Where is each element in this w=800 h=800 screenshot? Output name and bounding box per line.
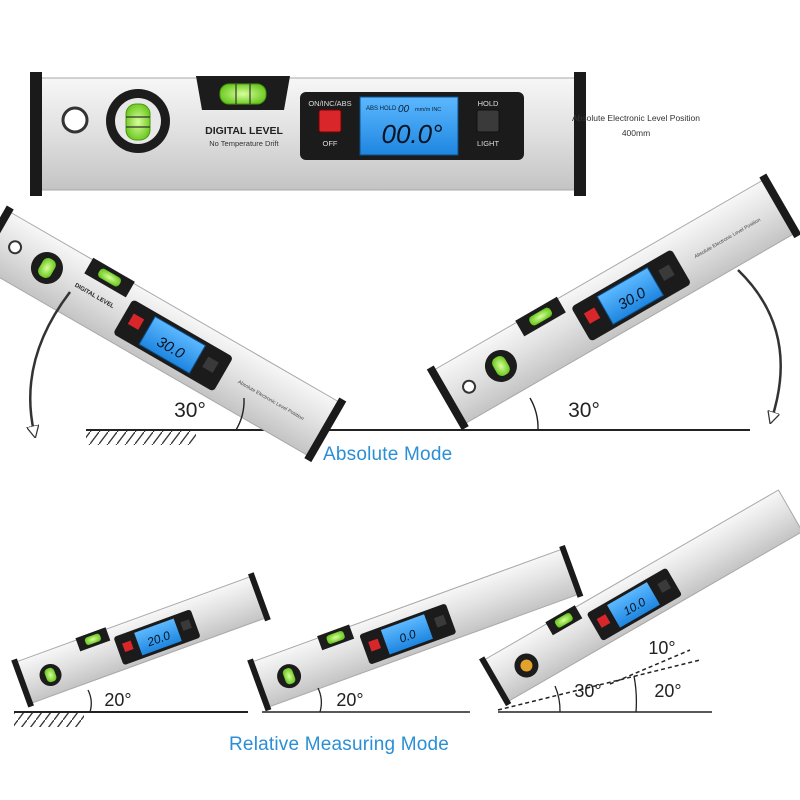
relative-mode-diagram: 20.0 20° 0.0 20° — [11, 489, 800, 727]
rel-angle-top: 10° — [648, 638, 675, 658]
rel-angle-1: 20° — [104, 690, 131, 710]
abs-right-level: 30.0 Absolute Electronic Level Position — [426, 173, 800, 431]
hang-hole — [61, 106, 89, 134]
off-label: OFF — [323, 139, 338, 148]
hero-level: DIGITAL LEVEL No Temperature Drift ON/IN… — [30, 72, 700, 196]
product-line-label: Absolute Electronic Level Position — [572, 113, 700, 123]
abs-left-arrow — [30, 291, 71, 432]
rel-dashed-line-10 — [609, 649, 691, 685]
rel-level-1: 20.0 — [11, 572, 271, 708]
brand-sublabel: No Temperature Drift — [209, 139, 279, 148]
absolute-mode-diagram: DIGITAL LEVEL 30.0 Absolute Electronic L… — [0, 173, 800, 463]
abs-left-angle-arc — [235, 397, 245, 431]
ground-hatch — [86, 431, 196, 445]
rel-angle-arc-2 — [317, 687, 322, 713]
rel-angle-arc-3 — [554, 685, 561, 713]
lcd-status: ABS HOLD — [366, 106, 397, 112]
rel-ground-hatch — [14, 713, 84, 727]
lcd-reading: 00.0° — [381, 119, 442, 149]
rel-level-3: 10.0 — [479, 489, 800, 707]
top-vial — [196, 76, 290, 110]
rel-angle-mid: 30° — [574, 681, 601, 701]
light-label: LIGHT — [477, 139, 500, 148]
lcd-screen — [359, 96, 459, 156]
rel-level-2: 0.0 — [247, 544, 584, 712]
rel-reading-2: 0.0 — [397, 627, 418, 646]
hold-label: HOLD — [478, 99, 499, 108]
abs-right-angle: 30° — [568, 399, 600, 422]
absolute-mode-title: Absolute Mode — [323, 444, 453, 465]
end-cap-right — [574, 72, 586, 196]
abs-right-arrow — [737, 269, 782, 418]
abs-right-angle-arc — [529, 397, 539, 431]
hold-button[interactable] — [476, 109, 500, 133]
control-panel: ON/INC/ABS OFF ABS HOLD 00 mm/m INC 00.0… — [300, 92, 524, 160]
power-button[interactable] — [318, 109, 342, 133]
rel-angle-2: 20° — [336, 690, 363, 710]
abs-left-level: DIGITAL LEVEL 30.0 Absolute Electronic L… — [0, 205, 347, 463]
lcd-small-digits: 00 — [398, 104, 410, 115]
end-cap-left — [30, 72, 42, 196]
on-inc-abs-label: ON/INC/ABS — [308, 99, 351, 108]
size-label: 400mm — [622, 128, 650, 138]
rel-angle-arc-1 — [87, 689, 92, 713]
lcd-units: mm/m INC — [415, 107, 441, 113]
relative-mode-title: Relative Measuring Mode — [229, 734, 450, 755]
rel-angle-arc-4 — [633, 675, 638, 713]
round-vial — [106, 89, 170, 153]
abs-left-angle: 30° — [174, 399, 206, 422]
brand-label: DIGITAL LEVEL — [205, 125, 283, 137]
rel-angle-right: 20° — [654, 681, 681, 701]
